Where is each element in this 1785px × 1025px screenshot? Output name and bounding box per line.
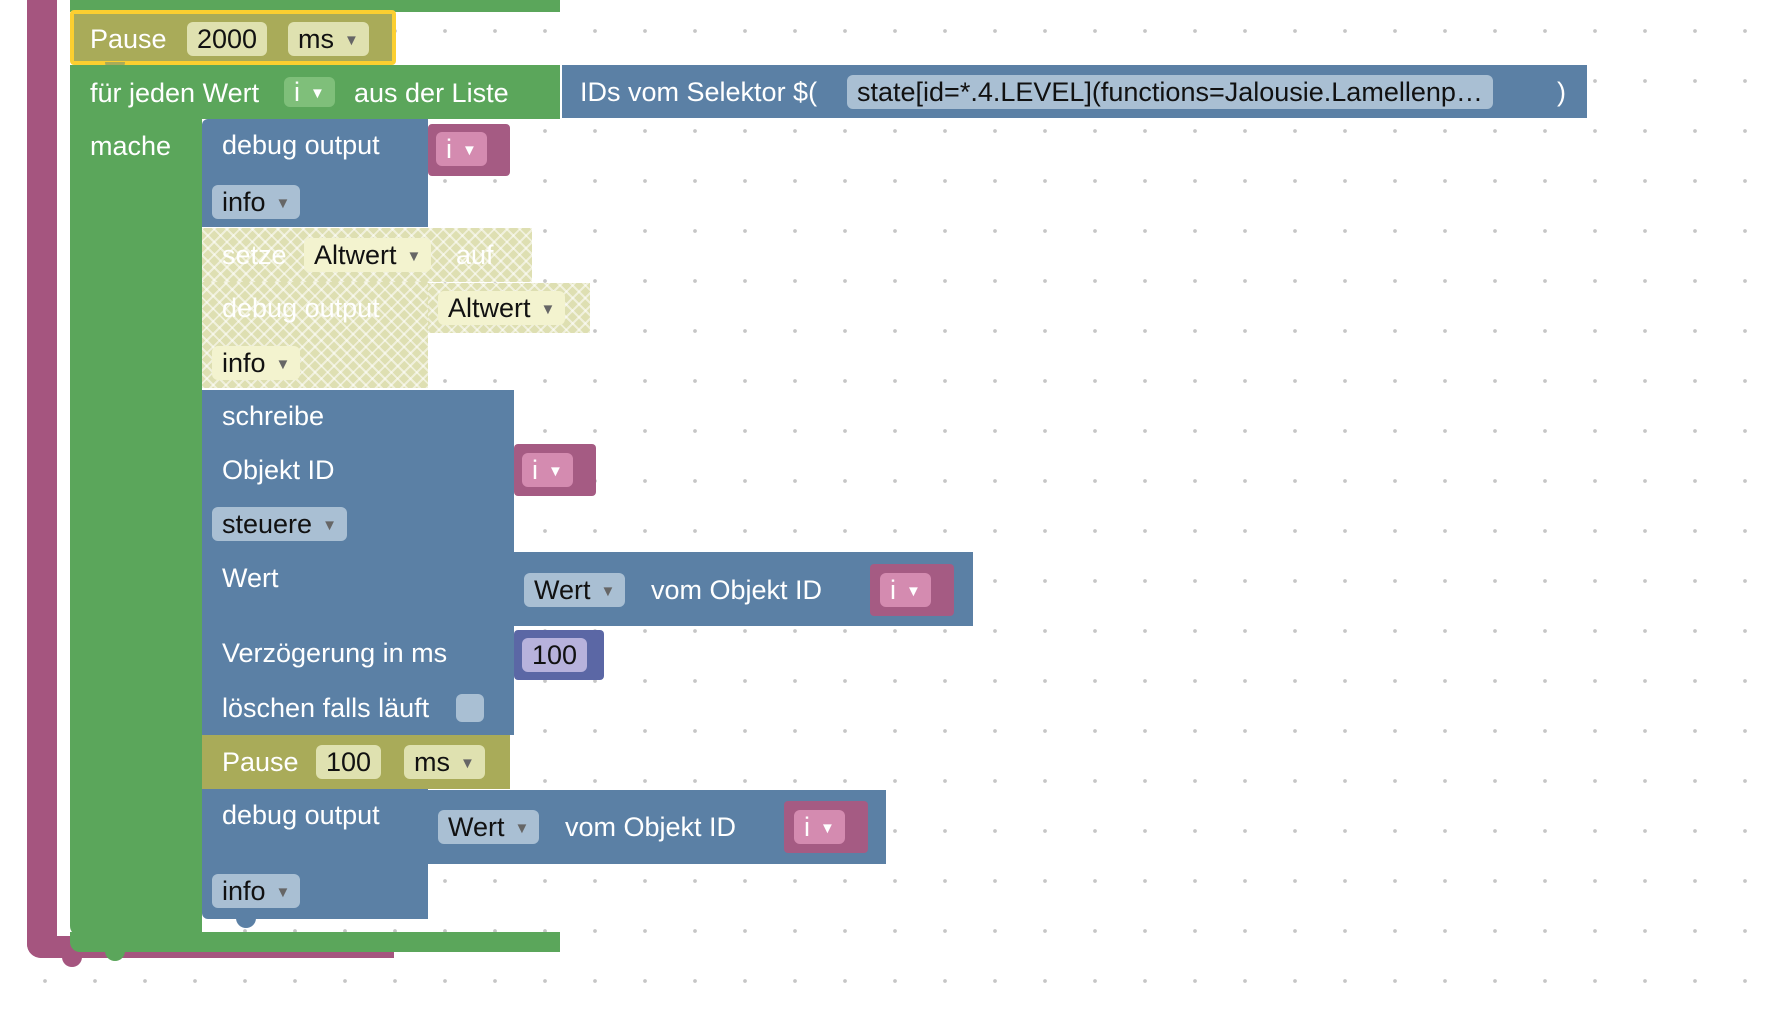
- debug-level-dropdown[interactable]: info ▼: [212, 346, 301, 380]
- pause-value-field[interactable]: 100: [316, 745, 382, 779]
- dropdown-arrow-icon: ▼: [548, 462, 563, 480]
- object-id-label: Objekt ID: [222, 455, 335, 485]
- number-block-delay[interactable]: 100: [514, 630, 604, 680]
- delay-label: Verzögerung in ms: [222, 638, 448, 668]
- loop-do-body: mache: [70, 118, 202, 936]
- debug-output-block-1[interactable]: debug output info ▼: [202, 119, 428, 227]
- clear-if-running-checkbox[interactable]: [456, 694, 484, 722]
- do-label: mache: [90, 131, 172, 161]
- for-each-label: für jeden Wert: [90, 78, 260, 108]
- pause-unit-label: ms: [414, 747, 450, 777]
- previous-block-edge: [70, 0, 560, 12]
- for-each-loop-block[interactable]: für jeden Wert i▼ aus der Liste: [70, 65, 560, 119]
- dropdown-arrow-icon: ▼: [460, 754, 475, 772]
- debug-level-dropdown[interactable]: info ▼: [212, 185, 301, 219]
- dropdown-arrow-icon: ▼: [540, 300, 556, 318]
- value-attribute-label: Wert: [534, 575, 591, 605]
- variable-label: i: [804, 812, 810, 842]
- get-value-block-1[interactable]: Wert▼ vom Objekt ID i▼: [514, 552, 973, 626]
- write-mode-dropdown[interactable]: steuere ▼: [212, 507, 347, 541]
- dropdown-arrow-icon: ▼: [600, 582, 616, 600]
- variable-block-i-4[interactable]: i▼: [784, 801, 868, 853]
- value-attribute-dropdown[interactable]: Wert ▼: [524, 573, 626, 607]
- pause-unit-dropdown[interactable]: ms ▼: [288, 22, 369, 56]
- value-label: Wert: [222, 563, 279, 593]
- debug-output-block-3[interactable]: debug output info ▼: [202, 789, 428, 919]
- pause-value-field[interactable]: 2000: [187, 22, 268, 56]
- from-object-id-label: vom Objekt ID: [565, 812, 737, 842]
- variable-dropdown[interactable]: i▼: [436, 132, 487, 166]
- set-variable-block-disabled[interactable]: setze Altwert ▼ auf: [202, 228, 532, 282]
- variable-label: i: [532, 455, 538, 485]
- write-mode-label: steuere: [222, 509, 313, 539]
- variable-block-altwert[interactable]: Altwert ▼: [428, 283, 590, 333]
- debug-level-label: info: [222, 348, 266, 378]
- variable-dropdown[interactable]: Altwert ▼: [438, 291, 566, 325]
- dropdown-arrow-icon: ▼: [275, 883, 291, 901]
- debug-output-label: debug output: [222, 130, 380, 160]
- variable-dropdown[interactable]: i▼: [522, 453, 573, 487]
- dropdown-arrow-icon: ▼: [514, 819, 530, 837]
- clear-if-running-label: löschen falls läuft: [222, 693, 430, 723]
- from-object-id-label: vom Objekt ID: [651, 575, 823, 605]
- pause-block-100[interactable]: Pause 100 ms ▼: [202, 735, 510, 789]
- set-variable-label: Altwert: [314, 240, 397, 270]
- debug-bottom-notch: [236, 918, 256, 928]
- dropdown-arrow-icon: ▼: [820, 819, 835, 837]
- outer-bottom-notch: [62, 957, 82, 967]
- debug-output-label: debug output: [222, 293, 380, 323]
- variable-label: i: [890, 575, 896, 605]
- dropdown-arrow-icon: ▼: [310, 84, 325, 102]
- dropdown-arrow-icon: ▼: [344, 31, 359, 49]
- debug-level-dropdown[interactable]: info ▼: [212, 874, 301, 908]
- debug-output-label: debug output: [222, 800, 380, 830]
- pause-label: Pause: [222, 747, 299, 777]
- dropdown-arrow-icon: ▼: [462, 141, 477, 159]
- write-block[interactable]: schreibe Objekt ID steuere ▼ Wert Verzöge…: [202, 390, 514, 735]
- pause-block-selected[interactable]: Pause 2000 ms ▼: [70, 10, 396, 65]
- selector-prefix: IDs vom Selektor $(: [580, 77, 818, 107]
- loop-bottom-notch: [105, 951, 125, 961]
- selector-pattern-input[interactable]: state[id=*.4.LEVEL](functions=Jalousie.L…: [847, 75, 1493, 109]
- selector-block[interactable]: IDs vom Selektor $( state[id=*.4.LEVEL](…: [562, 65, 1587, 118]
- pause-unit-label: ms: [298, 24, 334, 54]
- selector-suffix: ): [1557, 77, 1566, 107]
- loop-variable-dropdown[interactable]: i▼: [284, 77, 335, 107]
- to-label: auf: [456, 240, 494, 270]
- set-label: setze: [222, 240, 287, 270]
- variable-dropdown[interactable]: i▼: [880, 573, 931, 607]
- variable-block-i-3[interactable]: i▼: [870, 564, 954, 616]
- pause-unit-dropdown[interactable]: ms ▼: [404, 745, 485, 779]
- dropdown-arrow-icon: ▼: [275, 355, 291, 373]
- dropdown-arrow-icon: ▼: [406, 247, 422, 265]
- get-value-block-2[interactable]: Wert▼ vom Objekt ID i▼: [428, 790, 886, 864]
- dropdown-arrow-icon: ▼: [906, 582, 921, 600]
- debug-level-label: info: [222, 187, 266, 217]
- dropdown-arrow-icon: ▼: [275, 194, 291, 212]
- delay-value-field[interactable]: 100: [522, 638, 588, 672]
- variable-block-i-1[interactable]: i▼: [428, 124, 510, 176]
- loop-bottom-bar: [70, 932, 560, 952]
- variable-label: i: [446, 134, 452, 164]
- debug-level-label: info: [222, 876, 266, 906]
- variable-block-i-2[interactable]: i▼: [514, 444, 596, 496]
- pause-label: Pause: [90, 24, 167, 54]
- value-attribute-label: Wert: [448, 812, 505, 842]
- debug-output-block-disabled[interactable]: debug output info ▼: [202, 282, 428, 388]
- outer-container-block[interactable]: [27, 0, 57, 958]
- write-label: schreibe: [222, 401, 325, 431]
- variable-dropdown[interactable]: i▼: [794, 810, 845, 844]
- dropdown-arrow-icon: ▼: [322, 516, 337, 534]
- loop-variable-label: i: [294, 77, 300, 107]
- from-list-label: aus der Liste: [354, 78, 509, 108]
- set-variable-dropdown[interactable]: Altwert ▼: [304, 238, 432, 272]
- value-attribute-dropdown[interactable]: Wert ▼: [438, 810, 540, 844]
- variable-label: Altwert: [448, 293, 531, 323]
